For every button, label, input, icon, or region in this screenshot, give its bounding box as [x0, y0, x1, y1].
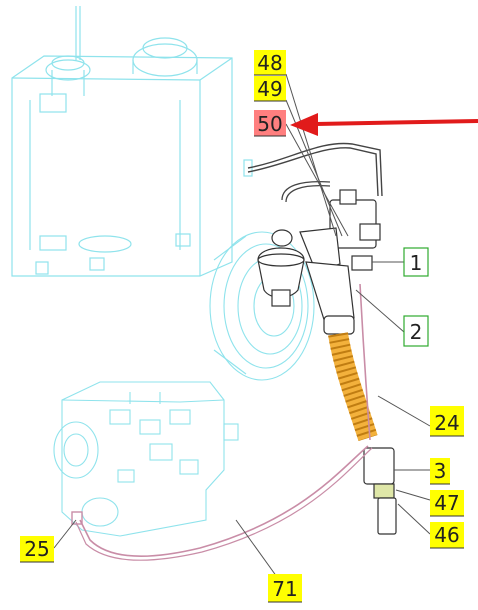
callout-46-label: 46 — [434, 523, 459, 547]
callout-46[interactable]: 46 — [430, 522, 464, 549]
callout-71-label: 71 — [272, 577, 297, 601]
red-arrow-icon — [290, 113, 478, 136]
drain-pipe — [79, 445, 369, 557]
callout-71[interactable]: 71 — [268, 574, 302, 603]
callout-47-label: 47 — [434, 491, 459, 515]
callout-49-label: 49 — [257, 77, 282, 101]
lower-fitting — [363, 447, 397, 535]
callout-48-label: 48 — [257, 51, 282, 75]
leader-lines — [53, 73, 431, 585]
callout-25-label: 25 — [24, 537, 49, 561]
corrugated-hose — [328, 332, 378, 442]
callout-1-label: 1 — [410, 251, 423, 275]
return-pipe — [247, 142, 383, 197]
callout-2-label: 2 — [410, 320, 423, 344]
callout-1[interactable]: 1 — [403, 247, 429, 277]
callout-47[interactable]: 47 — [430, 490, 464, 517]
callout-25[interactable]: 25 — [20, 536, 54, 563]
suction-pipe — [359, 283, 371, 441]
callout-24[interactable]: 24 — [430, 406, 464, 437]
flywheel-housing — [209, 231, 315, 381]
callout-49[interactable]: 49 — [254, 76, 286, 102]
callout-24-label: 24 — [434, 411, 459, 435]
callout-50[interactable]: 50 — [254, 110, 286, 137]
callout-3-label: 3 — [434, 459, 447, 483]
callout-2[interactable]: 2 — [403, 315, 429, 347]
callout-3[interactable]: 3 — [430, 458, 450, 485]
callout-50-label: 50 — [257, 112, 282, 136]
hydraulic-tank — [11, 6, 253, 277]
callout-48[interactable]: 48 — [254, 50, 286, 76]
